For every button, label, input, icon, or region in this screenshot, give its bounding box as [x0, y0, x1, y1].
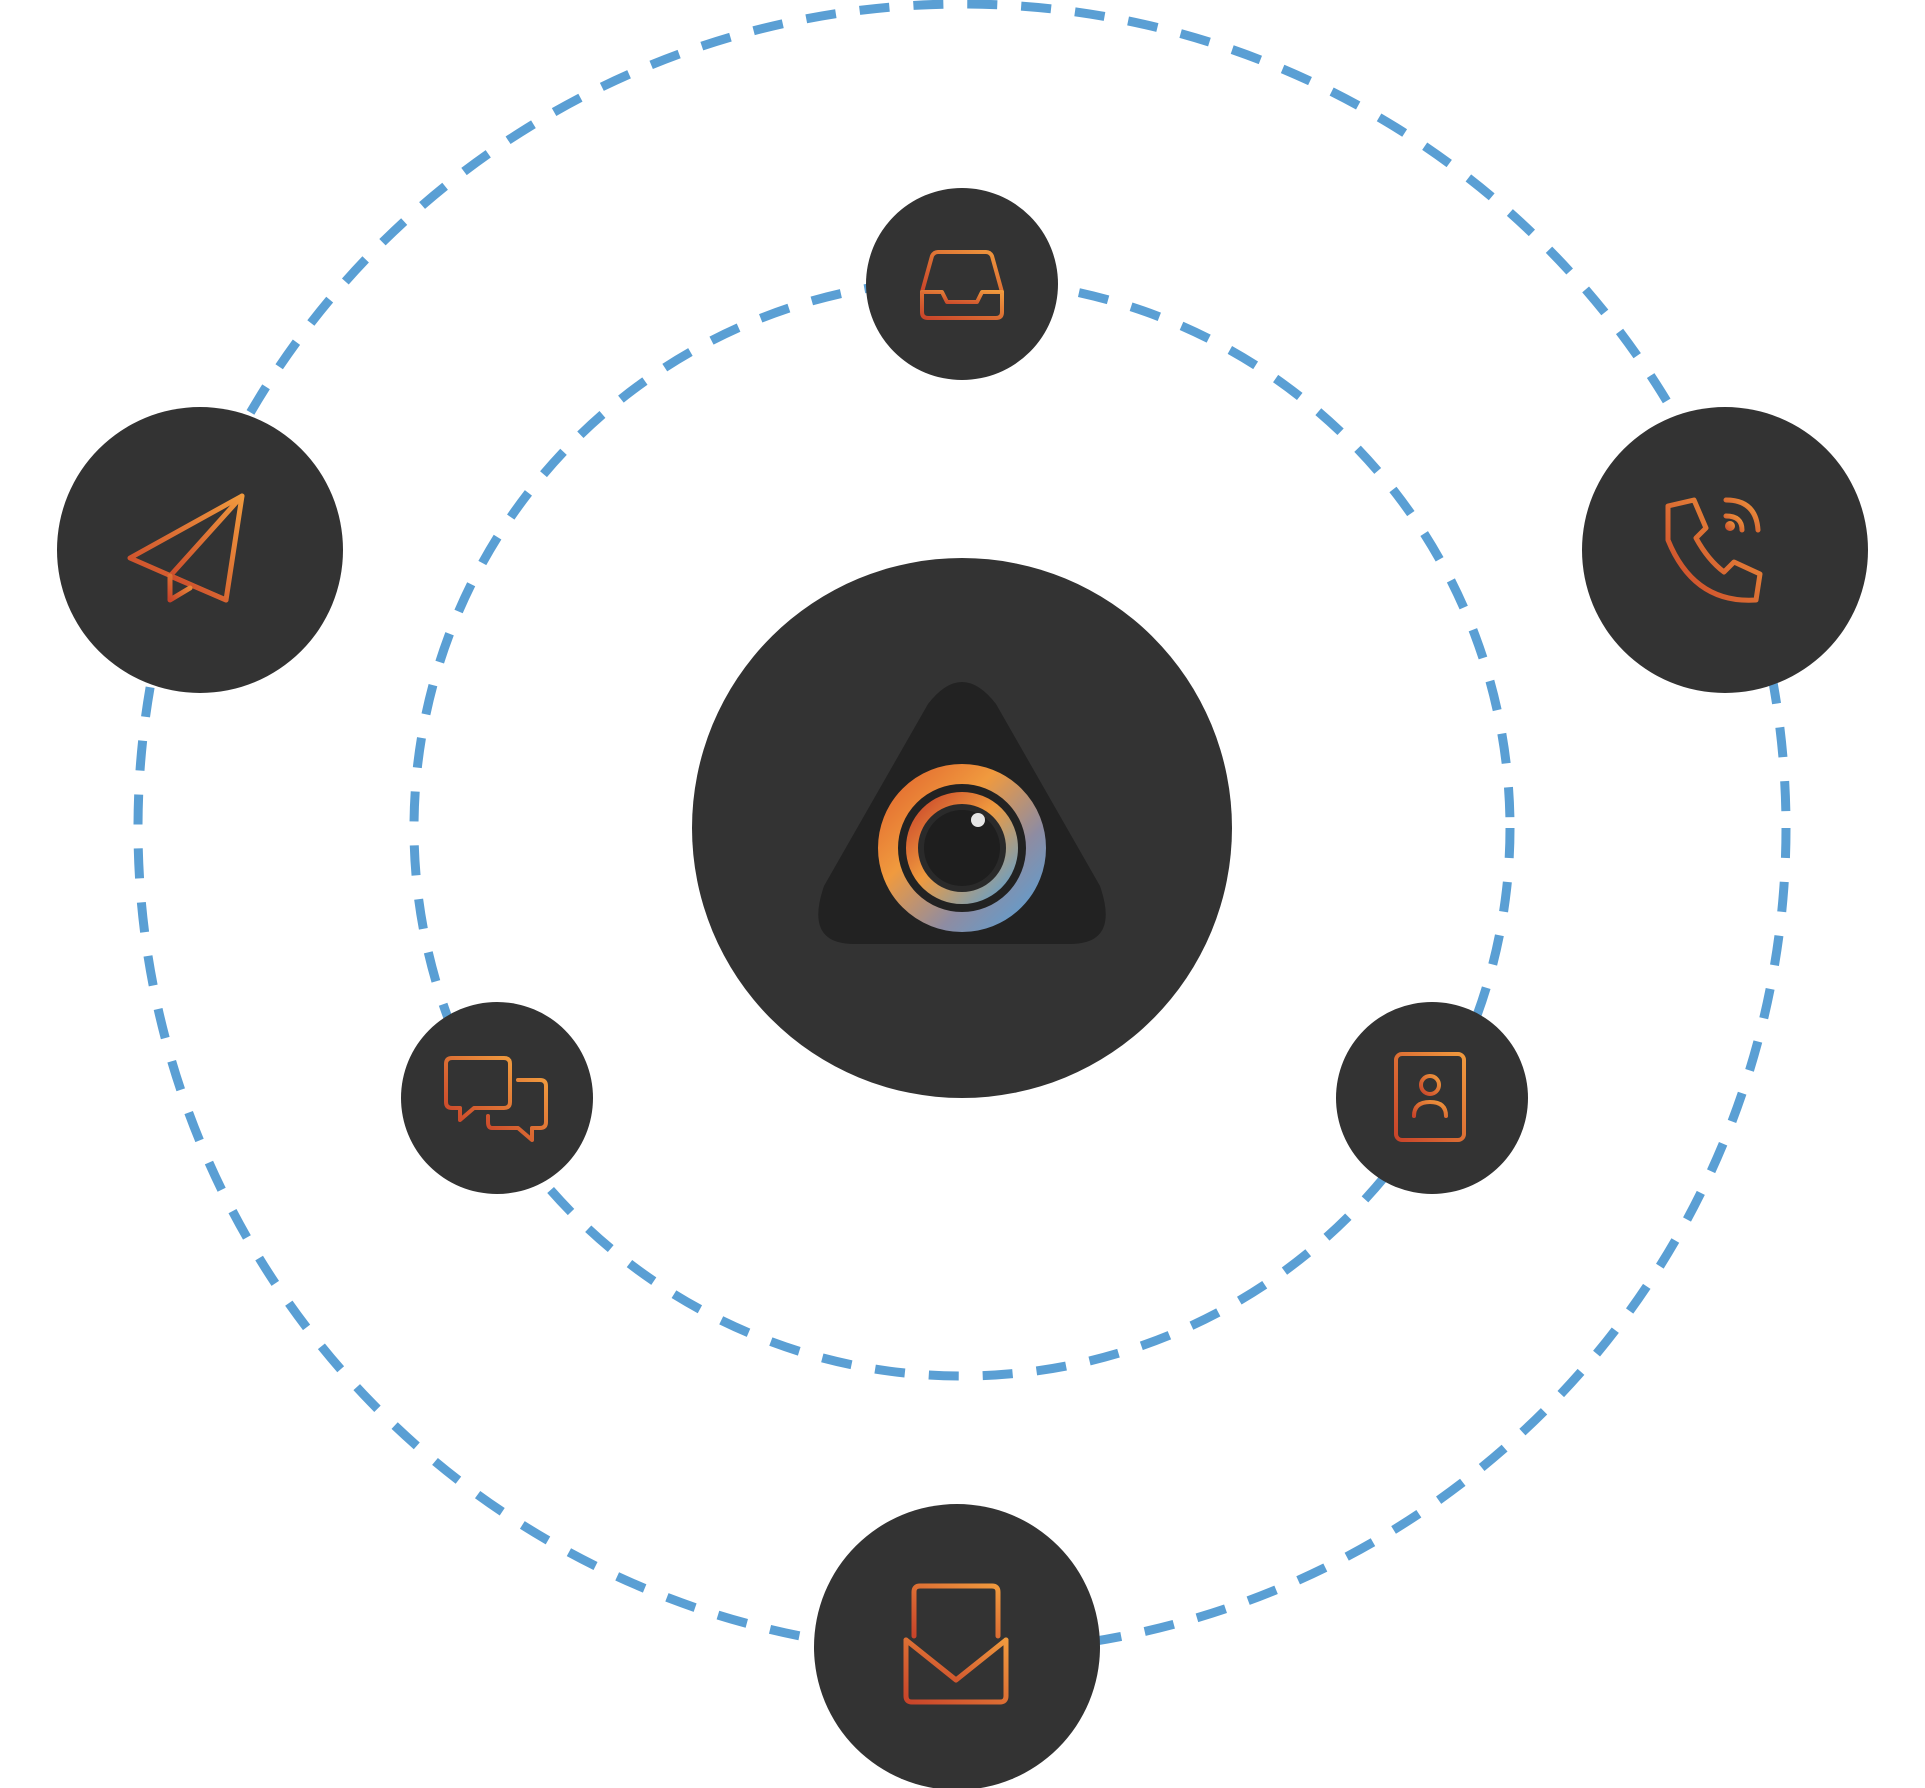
paper-plane-icon	[127, 493, 245, 603]
contacts-node[interactable]	[1336, 1002, 1528, 1194]
chat-node[interactable]	[401, 1002, 593, 1194]
contact-book-icon	[1394, 1052, 1478, 1142]
inbox-tray-icon	[920, 250, 1004, 320]
camera-lens-logo	[818, 682, 1106, 944]
call-node[interactable]	[1582, 407, 1868, 693]
send-node[interactable]	[57, 407, 343, 693]
envelope-letter-icon	[903, 1583, 1009, 1705]
chat-bubbles-icon	[444, 1056, 548, 1142]
outer-orbit	[133, 0, 1791, 1657]
center-node	[692, 558, 1232, 1098]
inner-orbit	[409, 275, 1515, 1381]
email-node[interactable]	[814, 1504, 1100, 1788]
inbox-node[interactable]	[866, 188, 1058, 380]
phone-call-icon	[1665, 497, 1763, 603]
